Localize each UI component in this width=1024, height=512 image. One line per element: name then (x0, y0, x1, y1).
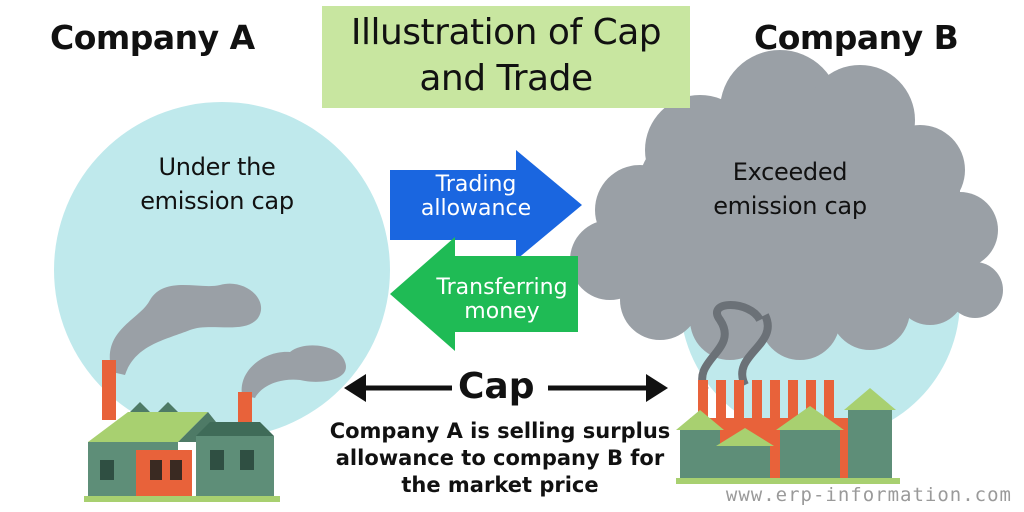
watermark: www.erp-information.com (726, 484, 1012, 506)
company-a-status: Under the emission cap (112, 150, 322, 218)
title-line-1: Illustration of Cap (322, 10, 690, 56)
title-line-2: and Trade (322, 56, 690, 102)
company-b-label: Company B (754, 18, 958, 57)
diagram-title: Illustration of Cap and Trade (322, 10, 690, 102)
cap-label: Cap (458, 366, 534, 407)
transferring-money-line-2: money (424, 300, 580, 324)
company-b-status-line-2: emission cap (680, 189, 900, 223)
caption: Company A is selling surplus allowance t… (290, 418, 710, 499)
caption-line-1: Company A is selling surplus (290, 418, 710, 445)
trading-allowance-line-2: allowance (396, 197, 556, 221)
cap-arrow-right-head (646, 374, 668, 402)
trading-allowance-line-1: Trading (396, 173, 556, 197)
caption-line-2: allowance to company B for (290, 445, 710, 472)
company-a-status-line-1: Under the (112, 150, 322, 184)
company-a-status-line-2: emission cap (112, 184, 322, 218)
company-b-status-line-1: Exceeded (680, 155, 900, 189)
caption-line-3: the market price (290, 472, 710, 499)
company-a-label: Company A (50, 18, 255, 57)
company-b-status: Exceeded emission cap (680, 155, 900, 223)
transferring-money-label: Transferring money (424, 276, 580, 324)
trading-allowance-label: Trading allowance (396, 173, 556, 221)
transferring-money-line-1: Transferring (424, 276, 580, 300)
